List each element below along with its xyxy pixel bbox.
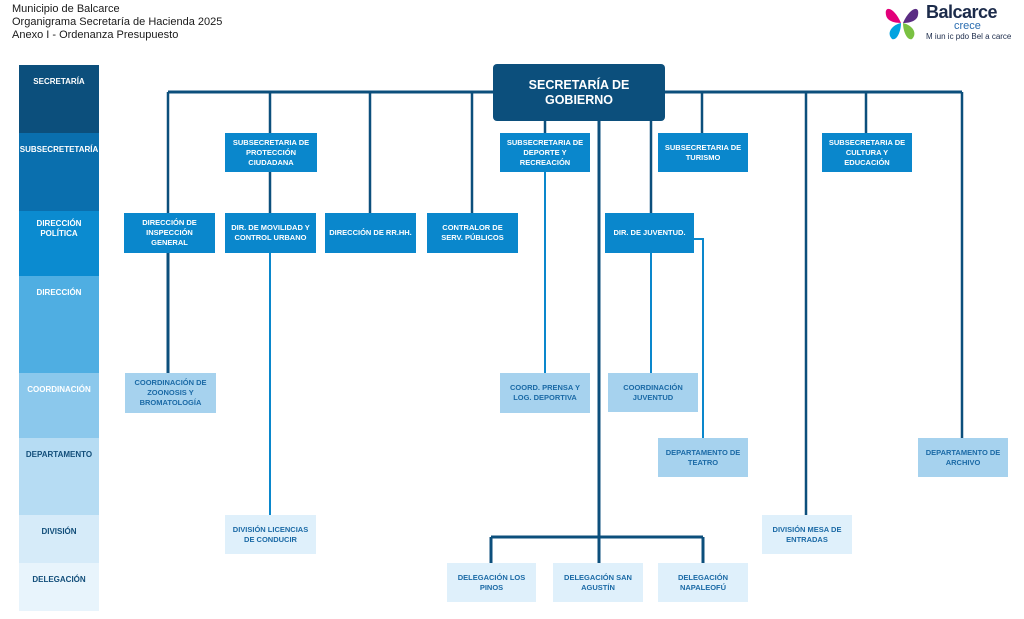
box-sub-turismo: SUBSECRETARIA DE TURISMO xyxy=(658,133,748,172)
level-coordinacion: COORDINACIÓN xyxy=(19,373,99,438)
level-departamento: DEPARTAMENTO xyxy=(19,438,99,515)
box-del-pinos: DELEGACIÓN LOS PINOS xyxy=(447,563,536,602)
balcarce-logo: Balcarce crece M iun ic pdo Bel a carce xyxy=(880,2,1024,44)
butterfly-icon xyxy=(885,8,919,40)
header-annex: Anexo I - Ordenanza Presupuesto xyxy=(12,29,179,41)
header-title: Organigrama Secretaría de Hacienda 2025 xyxy=(12,16,223,28)
box-div-mesa: DIVISIÓN MESA DE ENTRADAS xyxy=(762,515,852,554)
level-direccion-politica: DIRECCIÓN POLÍTICA xyxy=(19,211,99,276)
box-coord-juventud: COORDINACIÓN JUVENTUD xyxy=(608,373,698,412)
logo-name: Balcarce xyxy=(926,2,998,22)
box-coord-prensa: COORD. PRENSA Y LOG. DEPORTIVA xyxy=(500,373,590,413)
box-del-napaleofu: DELEGACIÓN NAPALEOFÚ xyxy=(658,563,748,602)
box-dir-rrhh: DIRECCIÓN DE RR.HH. xyxy=(325,213,416,253)
box-dir-movilidad: DIR. DE MOVILIDAD Y CONTROL URBANO xyxy=(225,213,316,253)
box-contralor: CONTRALOR DE SERV. PÚBLICOS xyxy=(427,213,518,253)
level-subsecretaria: SUBSECRETETARÍA xyxy=(19,133,99,211)
box-dir-inspeccion: DIRECCIÓN DE INSPECCIÓN GENERAL xyxy=(124,213,215,253)
box-del-agustin: DELEGACIÓN SAN AGUSTÍN xyxy=(553,563,643,602)
logo-subtitle: M iun ic pdo Bel a carce xyxy=(926,32,1012,41)
box-sub-deporte: SUBSECRETARIA DE DEPORTE Y RECREACIÓN xyxy=(500,133,590,172)
level-delegacion: DELEGACIÓN xyxy=(19,563,99,611)
level-division: DIVISIÓN xyxy=(19,515,99,563)
box-div-licencias: DIVISIÓN LICENCIAS DE CONDUCIR xyxy=(225,515,316,554)
logo-tagline: crece xyxy=(954,20,981,32)
level-direccion: DIRECCIÓN xyxy=(19,276,99,373)
level-secretaria: SECRETARÍA xyxy=(19,65,99,133)
box-secretaria-gobierno: SECRETARÍA DE GOBIERNO xyxy=(493,64,665,121)
box-coord-zoonosis: COORDINACIÓN DE ZOONOSIS Y BROMATOLOGÍA xyxy=(125,373,216,413)
box-sub-cultura: SUBSECRETARIA DE CULTURA Y EDUCACIÓN xyxy=(822,133,912,172)
header-municipality: Municipio de Balcarce xyxy=(12,3,120,15)
box-depto-teatro: DEPARTAMENTO DE TEATRO xyxy=(658,438,748,477)
box-depto-archivo: DEPARTAMENTO DE ARCHIVO xyxy=(918,438,1008,477)
box-dir-juventud: DIR. DE JUVENTUD. xyxy=(605,213,694,253)
box-sub-proteccion: SUBSECRETARIA DE PROTECCIÓN CIUDADANA xyxy=(225,133,317,172)
